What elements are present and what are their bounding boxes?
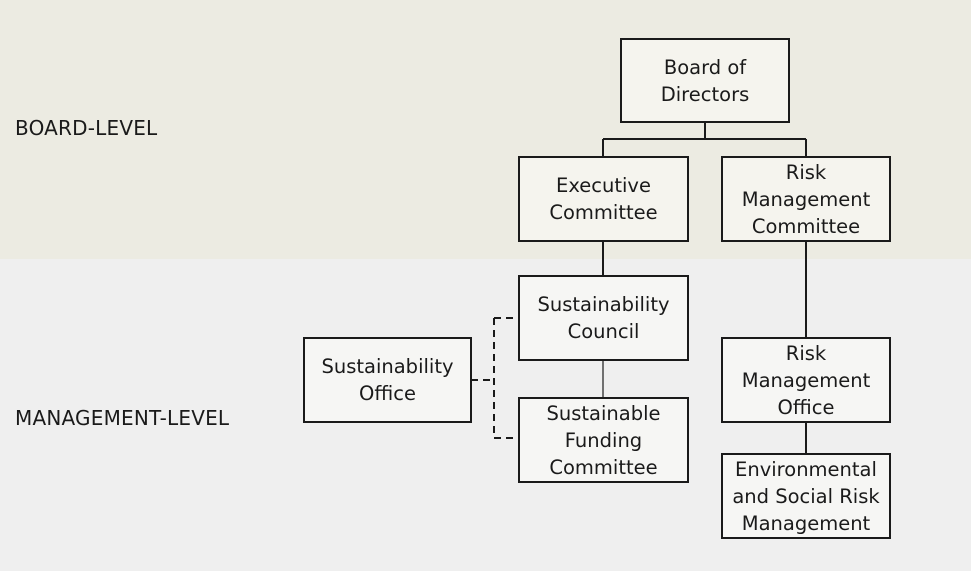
risk-management-office-box: Risk Management Office bbox=[721, 337, 891, 423]
risk-management-committee-box: Risk Management Committee bbox=[721, 156, 891, 242]
board-of-directors-box: Board of Directors bbox=[620, 38, 790, 123]
executive-committee-box: Executive Committee bbox=[518, 156, 689, 242]
management-level-label: MANAGEMENT-LEVEL bbox=[15, 406, 230, 430]
environmental-social-risk-management-box: Environmental and Social Risk Management bbox=[721, 453, 891, 539]
board-level-label: BOARD-LEVEL bbox=[15, 116, 158, 140]
sustainability-office-box: Sustainability Office bbox=[303, 337, 472, 423]
sustainability-council-box: Sustainability Council bbox=[518, 275, 689, 361]
sustainable-funding-committee-box: Sustainable Funding Committee bbox=[518, 397, 689, 483]
